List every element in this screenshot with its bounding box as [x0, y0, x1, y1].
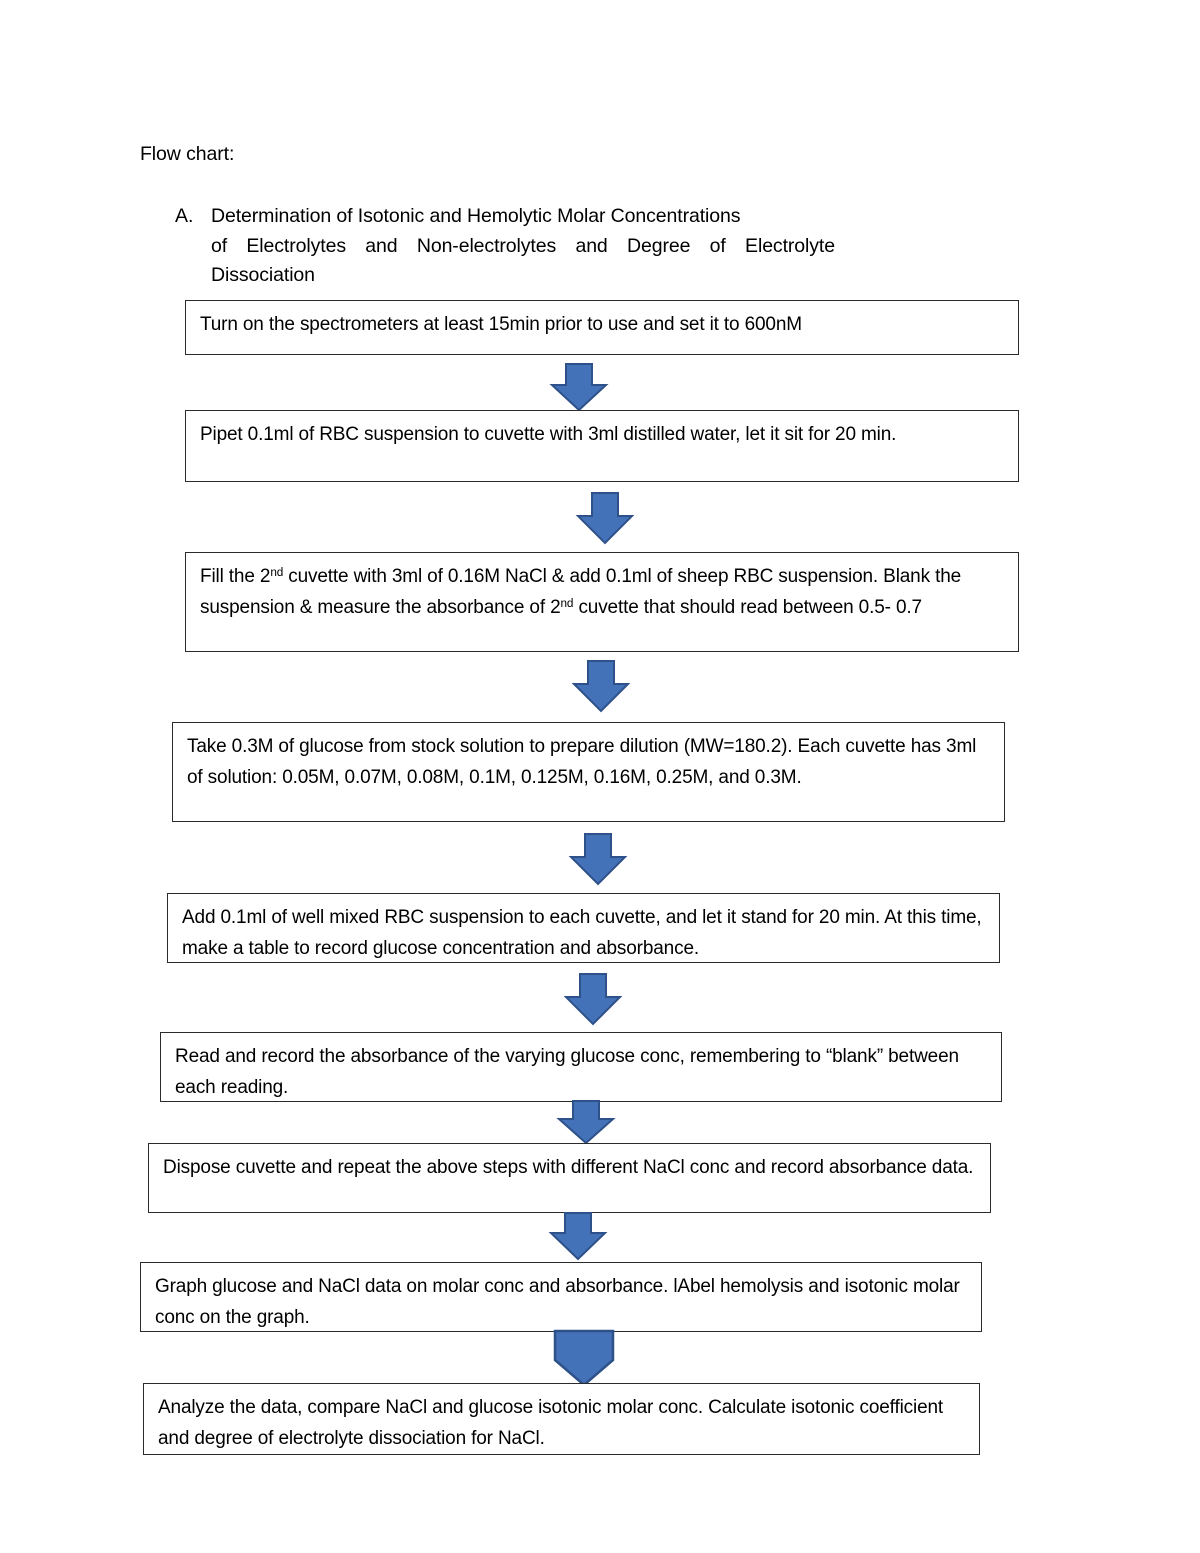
flow-step-text-3-sup2: nd	[560, 596, 574, 610]
flow-step-box-8: Graph glucose and NaCl data on molar con…	[140, 1262, 982, 1332]
flow-arrow-5	[563, 973, 623, 1026]
flow-step-text-8: Graph glucose and NaCl data on molar con…	[155, 1276, 960, 1328]
flow-step-text-1: Turn on the spectrometers at least 15min…	[200, 314, 802, 335]
flow-step-text-3-sup1: nd	[270, 565, 284, 579]
section-heading-text: Determination of Isotonic and Hemolytic …	[211, 202, 835, 291]
flow-step-box-9: Analyze the data, compare NaCl and gluco…	[143, 1383, 980, 1455]
flow-arrow-7	[548, 1212, 608, 1261]
flow-arrow-6	[556, 1100, 616, 1145]
flow-step-text-2: Pipet 0.1ml of RBC suspension to cuvette…	[200, 424, 897, 445]
list-item: A. Determination of Isotonic and Hemolyt…	[175, 202, 835, 291]
flow-step-text-3-part3: cuvette that should read between 0.5- 0.…	[573, 596, 922, 618]
flow-arrow-1	[549, 363, 609, 412]
flow-arrow-4	[568, 833, 628, 886]
section-heading-line-1: Determination of Isotonic and Hemolytic …	[211, 205, 741, 227]
flow-step-box-5: Add 0.1ml of well mixed RBC suspension t…	[167, 893, 1000, 963]
section-heading-line-2: of Electrolytes and Non-electrolytes and…	[211, 234, 835, 257]
flow-step-text-5: Add 0.1ml of well mixed RBC suspension t…	[182, 907, 982, 959]
flow-step-text-3-part2: cuvette with 3ml of 0.16M NaCl & add 0.1…	[200, 566, 962, 618]
flow-step-box-7: Dispose cuvette and repeat the above ste…	[148, 1143, 991, 1213]
flow-step-text-6: Read and record the absorbance of the va…	[175, 1046, 959, 1098]
flow-step-box-6: Read and record the absorbance of the va…	[160, 1032, 1002, 1102]
flow-step-box-4: Take 0.3M of glucose from stock solution…	[172, 722, 1005, 822]
flow-arrow-3	[571, 660, 631, 713]
flow-step-box-1: Turn on the spectrometers at least 15min…	[185, 300, 1019, 355]
flow-arrow-2	[575, 492, 635, 545]
flow-step-text-3: Fill the 2nd cuvette with 3ml of 0.16M N…	[186, 553, 1018, 632]
flow-step-box-3: Fill the 2nd cuvette with 3ml of 0.16M N…	[185, 552, 1019, 652]
flow-step-box-2: Pipet 0.1ml of RBC suspension to cuvette…	[185, 410, 1019, 482]
flow-step-text-9: Analyze the data, compare NaCl and gluco…	[158, 1397, 944, 1449]
flow-step-text-3-part1: Fill the 2	[200, 566, 271, 587]
section-heading-block: A. Determination of Isotonic and Hemolyt…	[175, 202, 835, 291]
section-heading-line-3: Dissociation	[211, 264, 315, 286]
list-marker-a: A.	[175, 205, 194, 227]
flow-step-text-7: Dispose cuvette and repeat the above ste…	[163, 1157, 974, 1178]
flow-arrow-8	[545, 1329, 623, 1387]
flow-step-text-4: Take 0.3M of glucose from stock solution…	[187, 736, 977, 788]
flow-chart-label: Flow chart:	[140, 143, 235, 165]
